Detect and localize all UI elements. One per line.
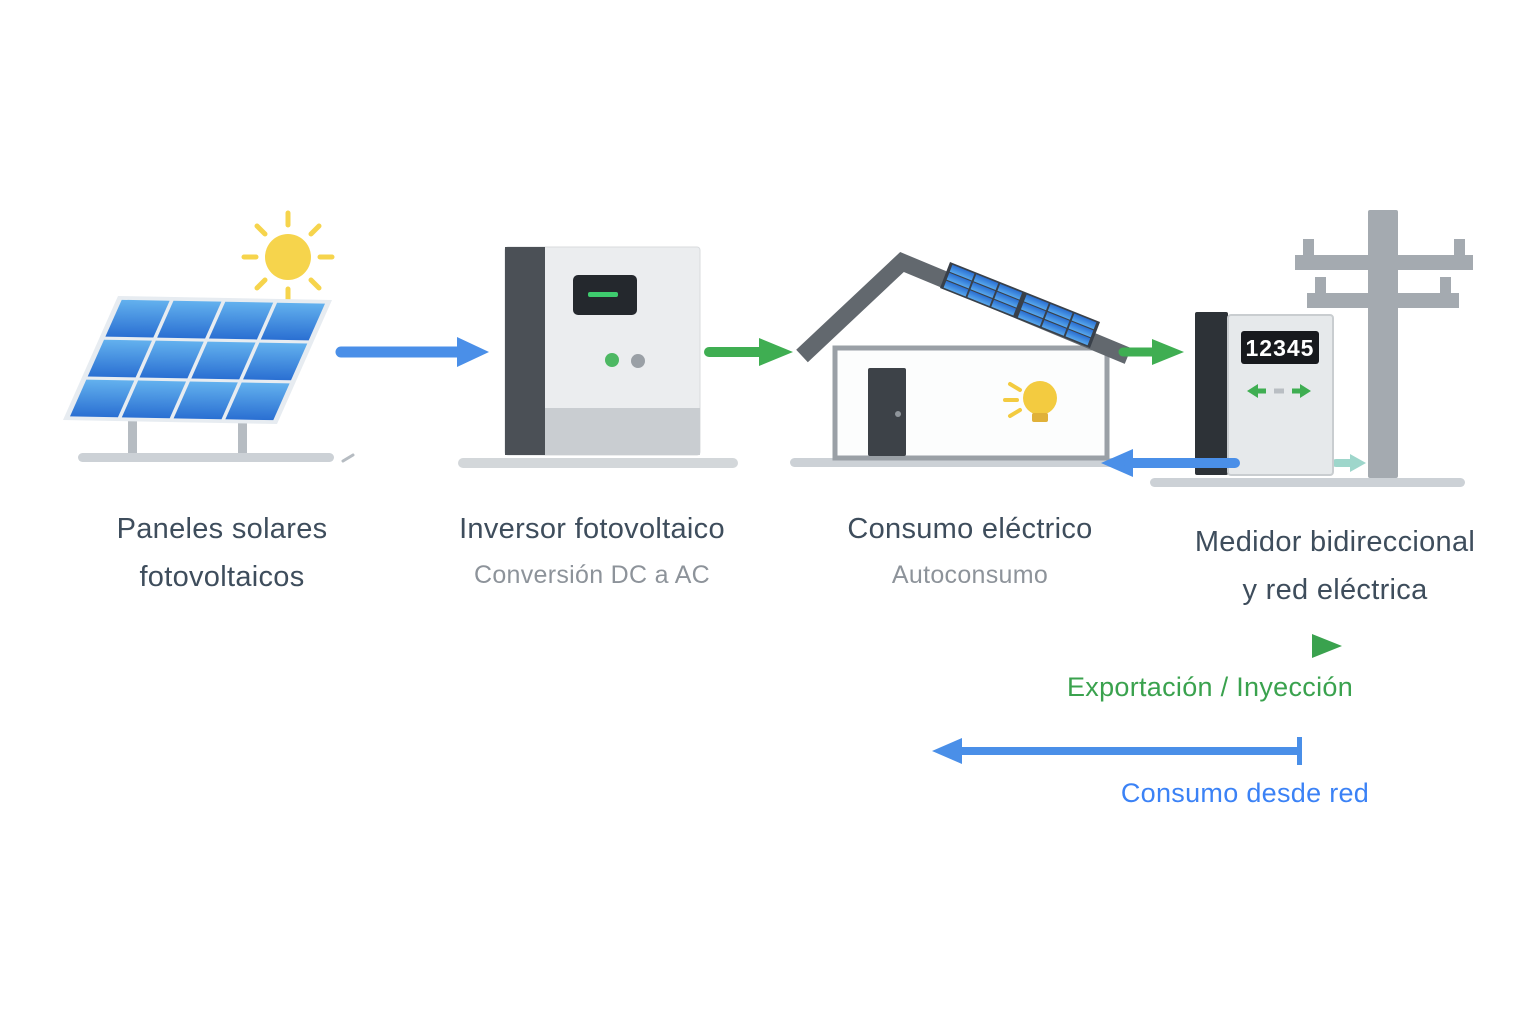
- stage-label-meter: Medidor bidireccional y red eléctrica: [1140, 518, 1530, 614]
- arrow-right-icon: [1118, 333, 1192, 371]
- status-led-green: [605, 353, 619, 367]
- meter-display: [1241, 331, 1319, 364]
- stage-meter-title-line1: Medidor bidireccional: [1194, 526, 1476, 558]
- stage-label-consumption: Consumo eléctrico Autoconsumo: [778, 505, 1162, 597]
- stage-panels-title-line1: Paneles solares: [116, 513, 328, 545]
- meter-icon: 12345: [1140, 195, 1480, 495]
- arrow-right-icon: [335, 330, 495, 374]
- stage-consumption-title: Consumo eléctrico: [847, 513, 1093, 545]
- utility-pole-icon: [1295, 210, 1473, 478]
- door: [868, 368, 906, 456]
- sun-icon: [241, 210, 335, 304]
- roof-solar-panel-icon: [940, 262, 1100, 348]
- stage-inverter-subtitle: Conversión DC a AC: [473, 561, 711, 589]
- solar-panel-icon: [40, 195, 380, 475]
- arrow-right-icon: [1332, 454, 1366, 472]
- inverter-icon: [450, 240, 750, 475]
- house-icon: [790, 248, 1150, 478]
- stage-inverter-title: Inversor fotovoltaico: [459, 513, 725, 545]
- import-flow-arrow-icon: [918, 732, 1480, 770]
- meter-display-value: 12345: [1246, 335, 1315, 361]
- stage-label-panels: Paneles solares fotovoltaicos: [30, 505, 414, 601]
- status-led-gray: [631, 354, 645, 368]
- bidirectional-arrows-icon: [1247, 384, 1311, 398]
- export-flow-arrow-icon: [468, 624, 1358, 668]
- lightbulb-icon: [1003, 381, 1057, 422]
- export-flow-label: Exportación / Inyección: [1066, 672, 1354, 702]
- stage-panels-title-line2: fotovoltaicos: [139, 561, 305, 593]
- arrow-right-icon: [703, 331, 803, 373]
- stage-consumption-subtitle: Autoconsumo: [891, 561, 1049, 589]
- stage-meter-title-line2: y red eléctrica: [1242, 574, 1428, 606]
- stage-label-inverter: Inversor fotovoltaico Conversión DC a AC: [400, 505, 784, 597]
- arrow-left-icon: [1093, 444, 1243, 482]
- import-flow-label: Consumo desde red: [1120, 778, 1370, 808]
